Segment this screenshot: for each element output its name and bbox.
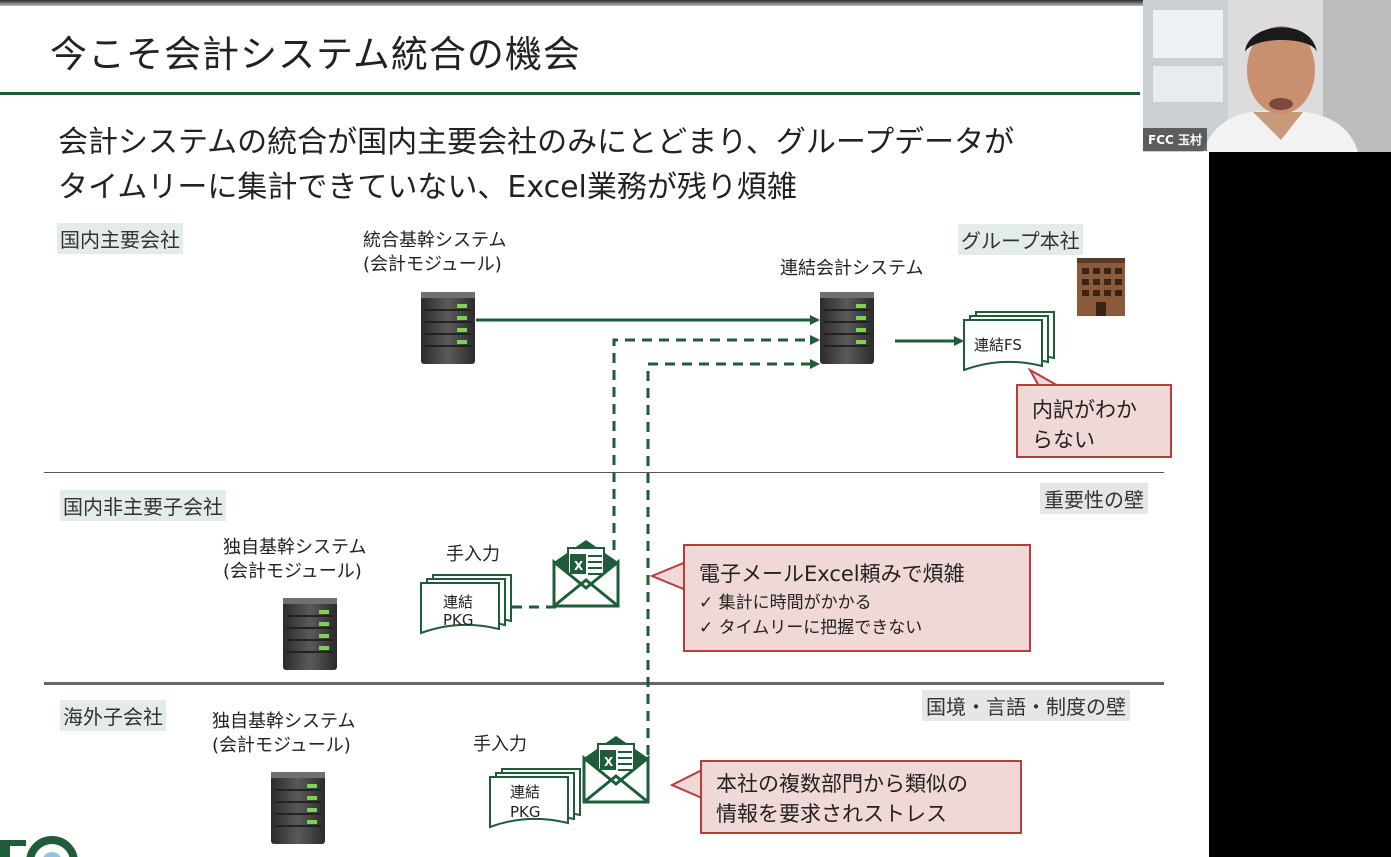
hq-callout-line2: 情報を要求されストレス <box>716 802 947 826</box>
overseas-mail-dashed-arrow <box>646 359 820 755</box>
excel-letter-a: X <box>574 559 584 573</box>
email-callout-item2: ✓ タイムリーに把握できない <box>699 618 923 638</box>
breakdown-callout: 内訳がわか らない <box>1016 384 1172 458</box>
section-domestic-major: 国内主要会社 <box>57 223 183 254</box>
own-system-a-label: 独自基幹システム (会計モジュール) <box>223 536 366 584</box>
pkg-b-doc-icon: 連結 PKG <box>489 768 581 828</box>
section-divider-1 <box>44 472 1164 473</box>
own-server-b-icon <box>270 771 326 845</box>
excel-letter-b: X <box>604 755 614 769</box>
excel-mail-b-icon: X <box>582 734 650 804</box>
domestic-mail-dashed-arrow <box>612 335 820 550</box>
border-wall-label: 国境・言語・制度の壁 <box>922 690 1130 721</box>
email-callout-head: 電子メールExcel頼みで煩雑 <box>699 562 965 586</box>
flow-diagram: 連結FS 連結 PKG 連結 PKG X X <box>270 258 1125 845</box>
integrated-system-label: 統合基幹システム (会計モジュール) <box>363 229 506 277</box>
section-domestic-minor: 国内非主要子会社 <box>60 490 226 521</box>
importance-wall-label: 重要性の壁 <box>1040 483 1148 514</box>
own-system-b-line2: (会計モジュール) <box>212 735 351 756</box>
company-logo <box>0 836 78 857</box>
hq-request-callout: 本社の複数部門から類似の 情報を要求されストレス <box>700 760 1022 834</box>
pkg-b-line1: 連結 <box>510 783 540 801</box>
manual-input-a-label: 手入力 <box>446 544 500 565</box>
title-underline <box>0 92 1140 95</box>
group-hq-label: グループ本社 <box>958 224 1083 255</box>
excel-mail-a-icon: X <box>552 538 620 608</box>
webcam-video-tile[interactable]: FCC 玉村 <box>1143 0 1391 152</box>
hq-building-icon <box>1077 258 1125 316</box>
subtitle-line-2: タイムリーに集計できていない、Excel業務が残り煩雑 <box>58 170 797 205</box>
slide-subtitle: 会計システムの統合が国内主要会社のみにとどまり、グループデータが タイムリーに集… <box>58 120 1158 210</box>
integrated-system-line2: (会計モジュール) <box>363 254 502 275</box>
pkg-b-line2: PKG <box>510 803 541 821</box>
pkg-a-line2: PKG <box>443 611 474 629</box>
hq-callout-line1: 本社の複数部門から類似の <box>716 772 968 796</box>
section-overseas: 海外子会社 <box>60 700 166 731</box>
consolidated-system-label: 連結会計システム <box>780 258 924 279</box>
breakdown-line2: らない <box>1032 428 1095 452</box>
manual-input-b-label: 手入力 <box>473 734 527 755</box>
pkg-a-doc-icon: 連結 PKG <box>420 574 512 634</box>
subtitle-line-1: 会計システムの統合が国内主要会社のみにとどまり、グループデータが <box>58 125 1015 160</box>
pkg-a-line1: 連結 <box>443 593 473 611</box>
email-excel-callout: 電子メールExcel頼みで煩雑 ✓ 集計に時間がかかる ✓ タイムリーに把握でき… <box>683 544 1031 652</box>
section-divider-2 <box>44 682 1164 685</box>
hq-callout-pointer <box>669 768 703 800</box>
email-callout-item1: ✓ 集計に時間がかかる <box>699 593 872 613</box>
participant-name-label: FCC 玉村 <box>1143 128 1207 151</box>
email-callout-pointer <box>649 560 687 592</box>
presentation-slide: 今こそ会計システム統合の機会 会計システムの統合が国内主要会社のみにとどまり、グ… <box>0 0 1209 857</box>
integrated-system-line1: 統合基幹システム <box>363 230 507 251</box>
fs-doc-label: 連結FS <box>974 336 1022 354</box>
own-system-b-line1: 独自基幹システム <box>212 711 356 732</box>
own-server-a-icon <box>282 597 338 671</box>
own-system-a-line1: 独自基幹システム <box>223 537 367 558</box>
slide-title: 今こそ会計システム統合の機会 <box>50 33 581 76</box>
breakdown-line1: 内訳がわか <box>1032 398 1137 422</box>
own-system-b-label: 独自基幹システム (会計モジュール) <box>212 710 355 758</box>
webcam-feed-icon <box>1143 0 1391 152</box>
window-top-edge <box>0 0 1209 6</box>
consolidated-fs-doc-icon: 連結FS <box>963 311 1055 371</box>
own-system-a-line2: (会計モジュール) <box>223 561 362 582</box>
integrated-server-icon <box>420 291 476 365</box>
consolidated-server-icon <box>819 291 875 365</box>
